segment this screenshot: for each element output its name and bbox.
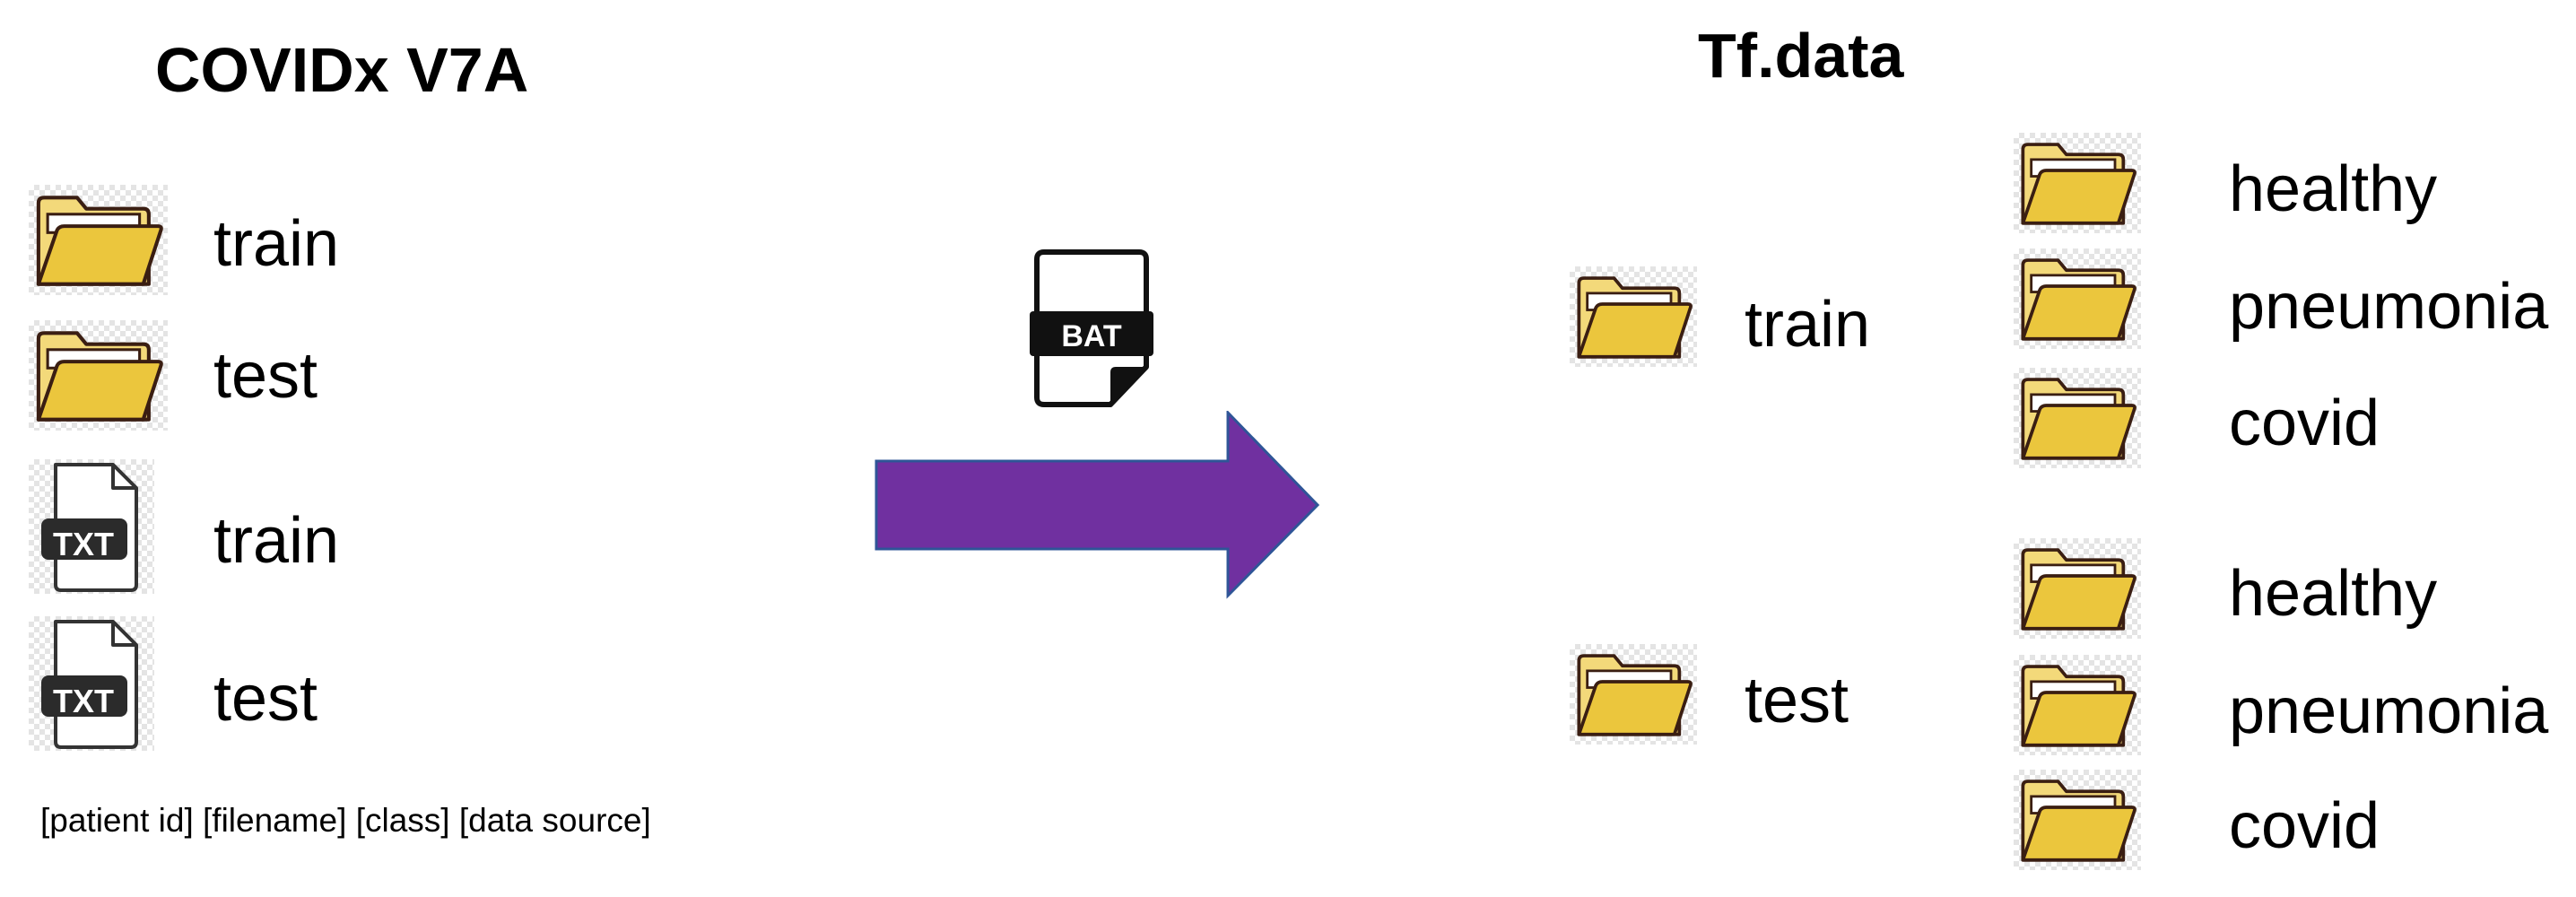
txt-file-icon: TXT [29,616,154,751]
txt-badge: TXT [53,526,114,562]
txt-file-icon: TXT [29,459,154,594]
txt-format-note: [patient id] [filename] [class] [data so… [40,802,651,839]
folder-icon [2014,368,2141,468]
test-class-healthy-label: healthy [2229,558,2438,630]
target-title: Tf.data [1698,21,1904,91]
train-class-covid-label: covid [2229,388,2380,459]
folder-icon [2014,655,2141,755]
folder-icon [2014,248,2141,349]
train-class-healthy-label: healthy [2229,153,2438,225]
folder-icon [2014,133,2141,233]
source-title: COVIDx V7A [155,35,529,105]
source-train-folder-label: train [213,208,340,280]
source-train-txt-label: train [213,505,340,577]
folder-icon [29,320,168,431]
source-test-folder-label: test [213,340,318,412]
test-class-pneumonia-label: pneumonia [2229,675,2549,747]
folder-icon [29,185,168,295]
target-test-label: test [1745,665,1849,736]
folder-icon [1570,266,1697,367]
test-class-covid-label: covid [2229,790,2380,862]
right-arrow-icon [875,411,1323,599]
source-test-txt-label: test [213,663,318,735]
target-train-label: train [1745,289,1871,361]
txt-badge: TXT [53,683,114,719]
train-class-pneumonia-label: pneumonia [2229,271,2549,343]
folder-icon [2014,770,2141,870]
folder-icon [1570,644,1697,745]
folder-icon [2014,538,2141,639]
bat-file-icon: BAT [1030,247,1161,413]
bat-badge: BAT [1061,319,1122,353]
